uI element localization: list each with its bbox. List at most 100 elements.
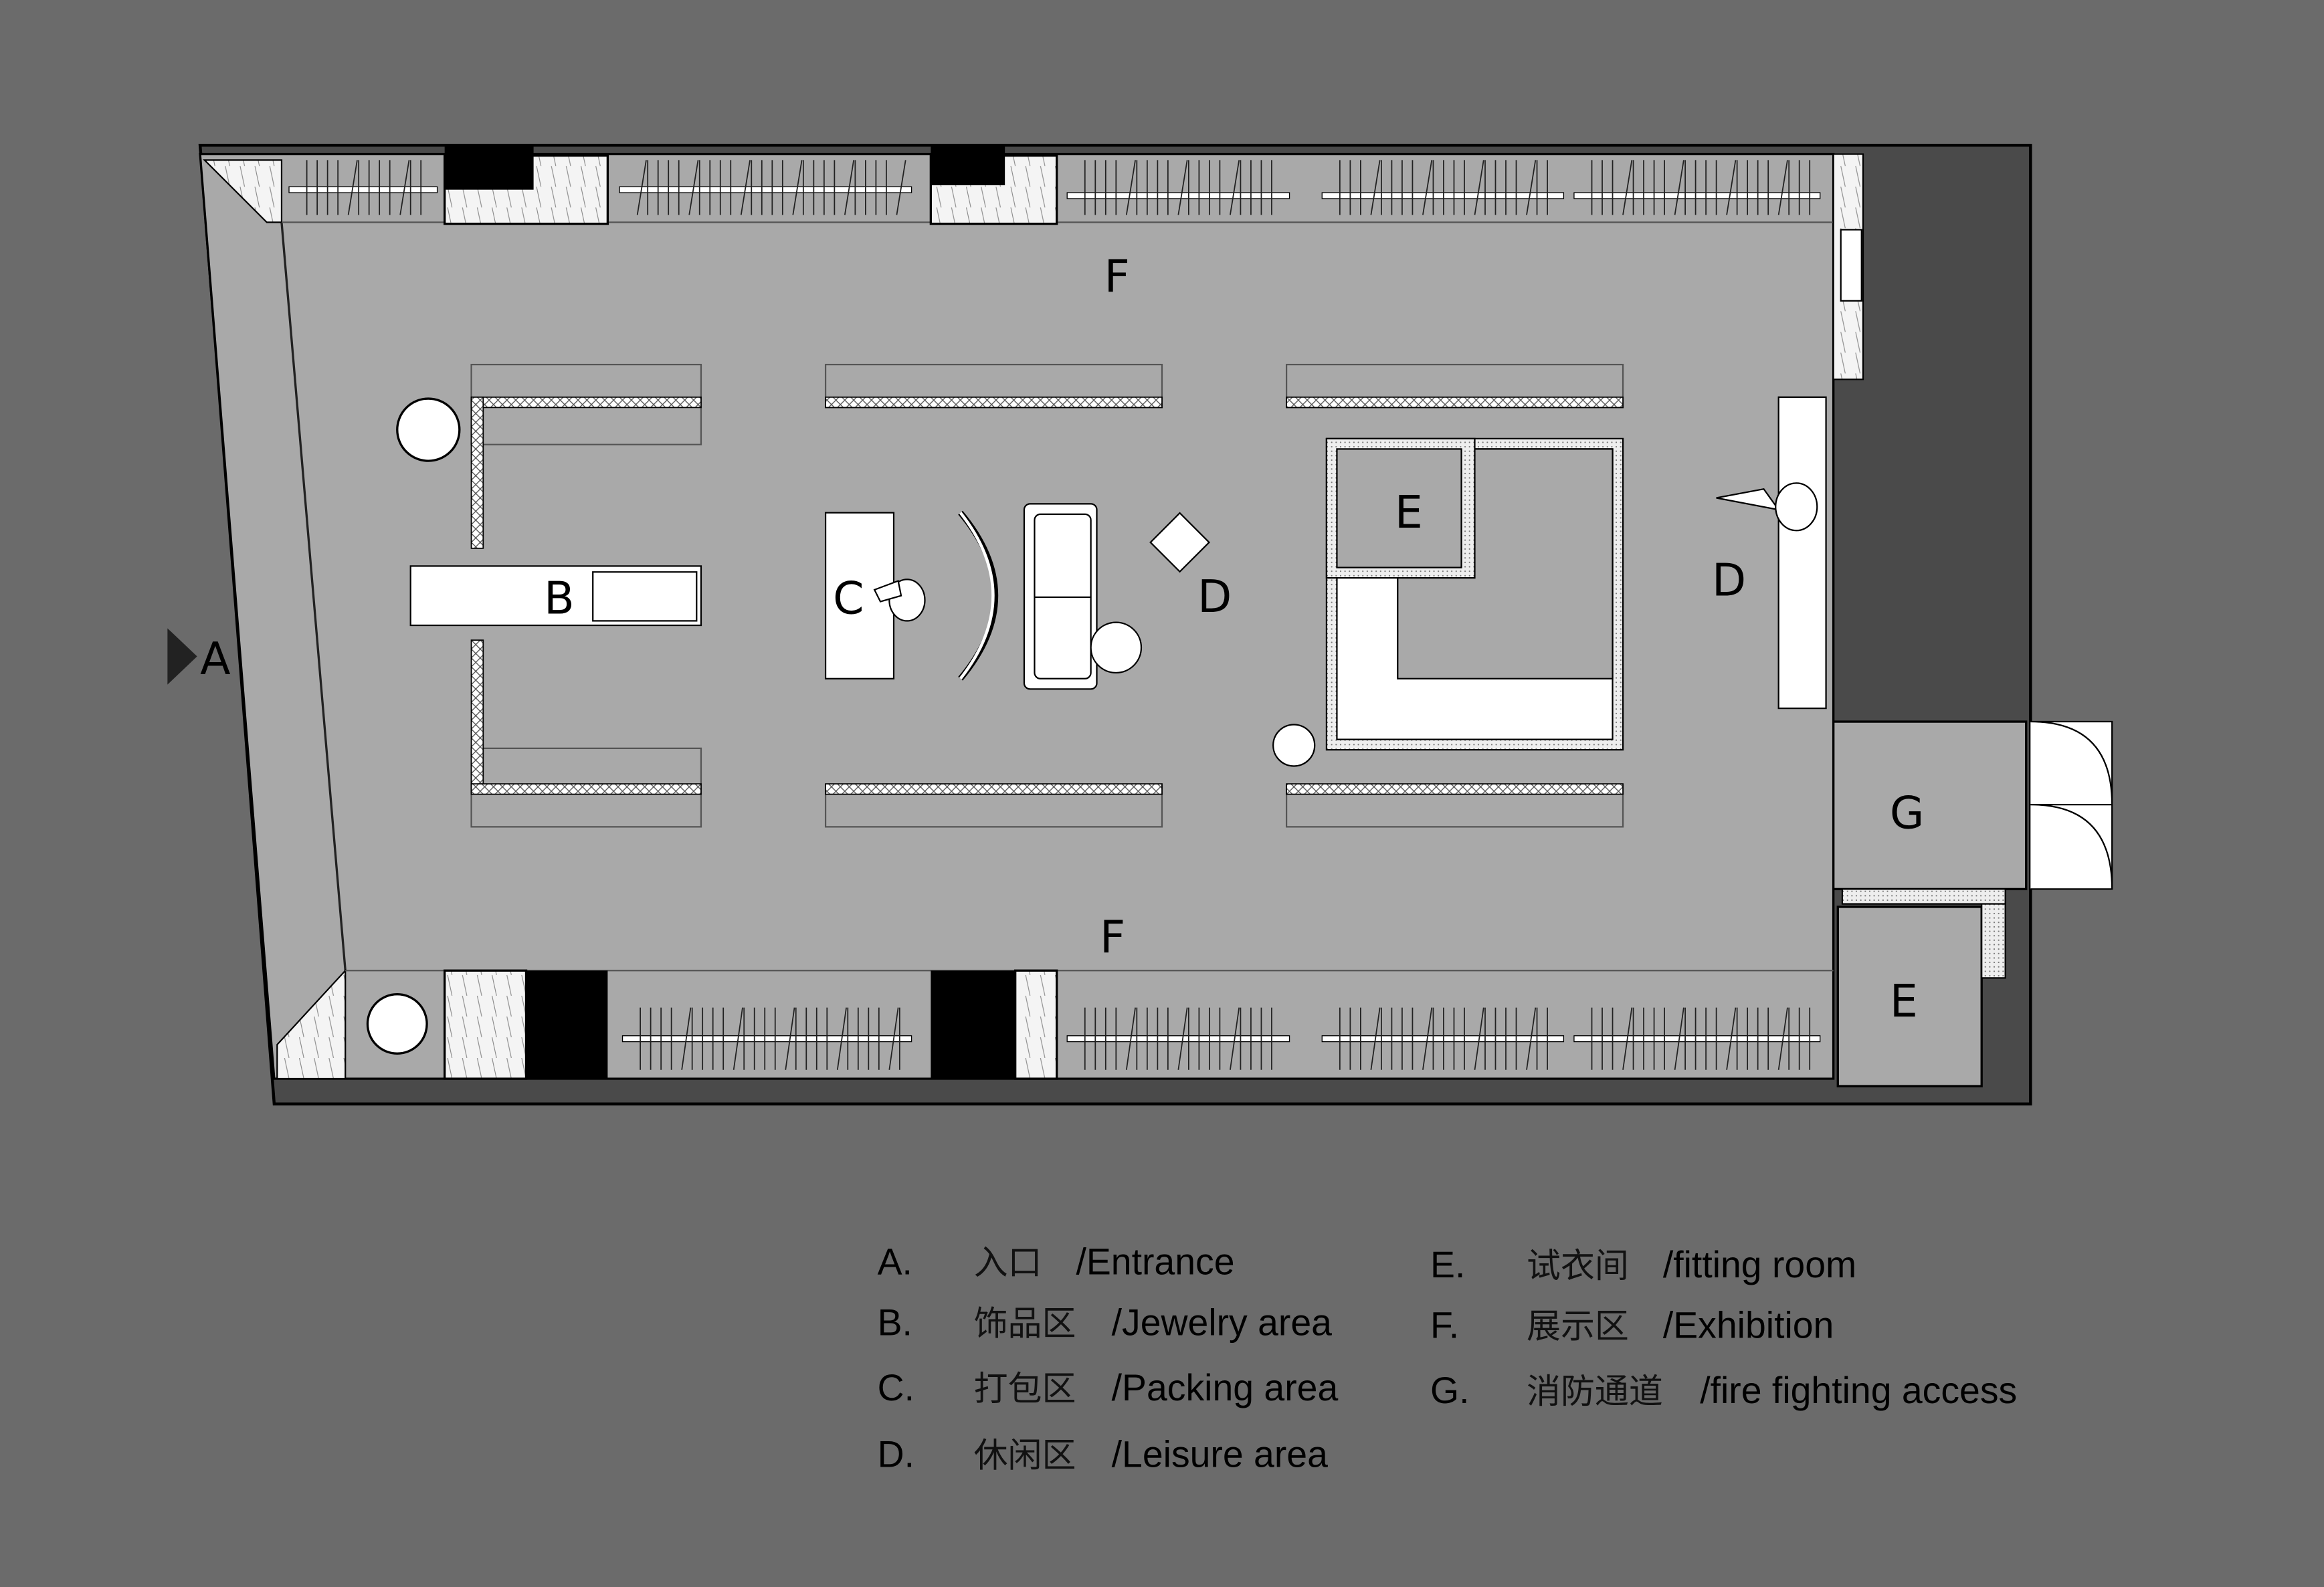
legend-cn: 饰品区 (974, 1304, 1076, 1344)
hanger-icon (1177, 160, 1188, 215)
legend-letter: G. (1430, 1370, 1469, 1411)
hanging-rail (1066, 1035, 1290, 1043)
partition-wall (825, 783, 1163, 795)
hanger-icon (1474, 160, 1484, 215)
fire-access-area (1832, 720, 2028, 891)
hanging-rail (1321, 1035, 1565, 1043)
hanger-icon (1622, 1007, 1633, 1070)
hanger-icon (399, 160, 410, 215)
hanger-icon (1777, 160, 1788, 215)
hanger-icon (1125, 160, 1136, 215)
hanger-icon (836, 1007, 847, 1070)
hanger-icon (1370, 1007, 1381, 1070)
hanger-icon (1726, 1007, 1737, 1070)
hanging-rail (1573, 192, 1821, 199)
partition-wall (1286, 396, 1624, 409)
hanger-icon (896, 160, 906, 215)
label-exhibition-bottom: F (1100, 912, 1125, 964)
display-niche (444, 969, 528, 1080)
hanging-rail (1573, 1035, 1821, 1043)
label-fitting-center: E (1395, 486, 1423, 538)
label-exhibition-top: F (1104, 251, 1130, 303)
entrance-arrow-icon (167, 628, 197, 685)
legend-letter: B. (878, 1301, 912, 1343)
legend-cn: 休闲区 (974, 1436, 1076, 1475)
hanger-icon (1526, 160, 1537, 215)
label-packing: C (833, 572, 864, 624)
legend: A. 入口 /Entrance B. 饰品区 /Jewelry area C. … (878, 1241, 2018, 1475)
hanging-rail (621, 1035, 912, 1043)
partition-wall (470, 396, 702, 409)
partition-wall (470, 396, 484, 549)
column (444, 145, 534, 190)
hanger-icon (785, 1007, 795, 1070)
legend-cn: 入口 (974, 1243, 1042, 1283)
right-wall-window (1840, 229, 1862, 302)
round-stool (396, 397, 461, 462)
legend-letter: D. (878, 1433, 914, 1475)
hanger-icon (1230, 160, 1240, 215)
jewelry-showcase (592, 571, 698, 622)
hanger-icon (1622, 160, 1633, 215)
entrance-glass-line (280, 222, 347, 971)
partition-wall (825, 396, 1163, 409)
legend-en: /Entrance (1076, 1241, 1234, 1282)
hanger-icon (1674, 1007, 1684, 1070)
legend-en: /Packing area (1112, 1367, 1339, 1408)
legend-en: /Exhibition (1663, 1305, 1834, 1346)
person-icon (873, 482, 1818, 622)
hanger-icon (347, 160, 358, 215)
hanger-icon (1422, 160, 1433, 215)
sales-floor (199, 152, 1835, 1080)
legend-letter: E. (1430, 1244, 1465, 1285)
hanging-rail (619, 186, 912, 193)
fitting-cubicle (1336, 448, 1462, 568)
column (931, 970, 1015, 1079)
legend-cn: 打包区 (974, 1370, 1076, 1409)
curved-screen-inner (959, 512, 995, 680)
partition-wall (470, 783, 702, 795)
label-fitting-corner: E (1890, 975, 1918, 1027)
hanging-rail (288, 186, 438, 193)
corner-wall-hatch (1841, 888, 2006, 905)
hanger-icon (844, 160, 855, 215)
label-leisure-center: D (1197, 570, 1232, 623)
side-table (1090, 621, 1143, 674)
legend-cn: 消防通道 (1527, 1372, 1663, 1412)
legend-en: /fitting room (1663, 1244, 1856, 1285)
hanger-icon (1526, 1007, 1537, 1070)
hanger-icon (688, 160, 699, 215)
hanger-icon (1370, 160, 1381, 215)
label-fire-access: G (1890, 787, 1925, 839)
hanging-rail (1321, 192, 1565, 199)
hanger-icon (1125, 1007, 1136, 1070)
hanger-icon (1177, 1007, 1188, 1070)
legend-cn: 试衣间 (1527, 1247, 1629, 1286)
hanger-icon (888, 1007, 899, 1070)
square-table (1149, 512, 1211, 573)
legend-en: /Jewelry area (1112, 1301, 1333, 1343)
legend-cn: 展示区 (1527, 1307, 1629, 1347)
wall-counter (1777, 396, 1827, 710)
round-stool (366, 993, 428, 1055)
label-leisure-right: D (1712, 554, 1746, 607)
hanger-icon (733, 1007, 743, 1070)
hanger-icon (1422, 1007, 1433, 1070)
legend-letter: A. (878, 1241, 912, 1282)
hanger-icon (1777, 1007, 1788, 1070)
label-jewelry: B (544, 572, 575, 624)
hanging-rail (1066, 192, 1290, 199)
column (526, 970, 608, 1079)
hanger-icon (1674, 160, 1684, 215)
hanger-icon (681, 1007, 692, 1070)
hanger-icon (636, 160, 647, 215)
corner-hatch-bottom (276, 968, 347, 1080)
exit-door-icon (2030, 720, 2113, 890)
legend-letter: F. (1430, 1305, 1459, 1346)
partition-wall (470, 639, 484, 794)
fitting-room-corner (1836, 906, 1983, 1087)
clothing-racks (288, 160, 1821, 1070)
display-niche (1013, 969, 1058, 1080)
hanger-icon (740, 160, 751, 215)
